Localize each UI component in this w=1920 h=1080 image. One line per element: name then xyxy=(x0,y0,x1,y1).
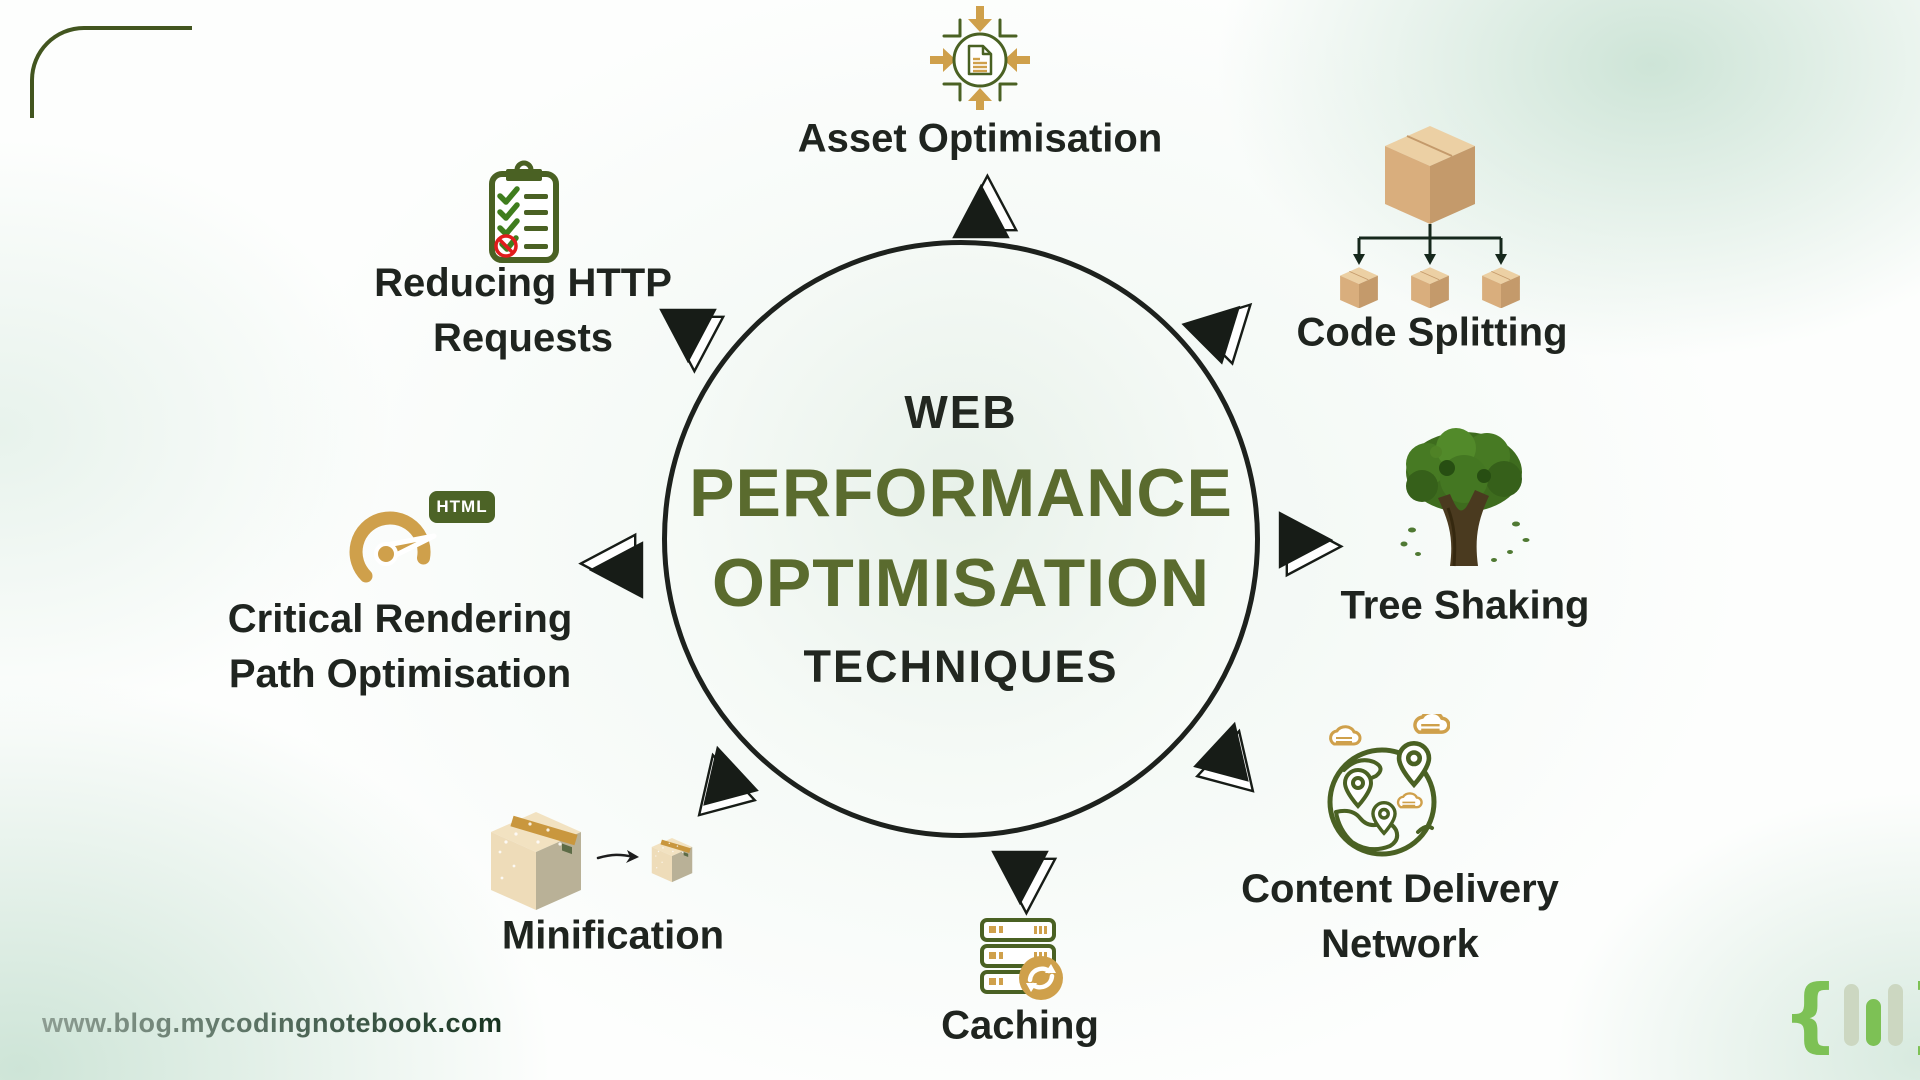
arrow-bottom-right-icon xyxy=(1179,699,1277,797)
speedometer-icon xyxy=(340,506,450,594)
label-asset-optimisation: Asset Optimisation xyxy=(797,116,1163,161)
center-title-line2: OPTIMISATION xyxy=(711,545,1211,621)
globe-pins-icon xyxy=(1322,710,1451,862)
arrow-bottom-icon xyxy=(980,838,1060,918)
arrow-top-right-icon xyxy=(1164,268,1277,381)
label-content-delivery-network: Content Delivery Network xyxy=(1241,866,1559,966)
arrow-right-icon xyxy=(1266,500,1346,580)
watermark-url: www.blog.mycodingnotebook.com xyxy=(42,1008,503,1038)
tree-icon xyxy=(1392,424,1537,574)
logo-bar-left xyxy=(1843,984,1859,1046)
logo-right-brace: } xyxy=(1908,975,1920,1055)
label-minification: Minification xyxy=(501,913,725,958)
box-shrink-icon xyxy=(486,808,711,910)
label-caching: Caching xyxy=(941,1003,1099,1048)
arrow-left-icon xyxy=(576,530,656,610)
brand-logo-icon: { } xyxy=(1782,968,1920,1061)
logo-bar-middle xyxy=(1865,999,1881,1046)
logo-bars xyxy=(1843,984,1903,1046)
logo-left-brace: { xyxy=(1782,968,1839,1061)
center-title-line1: PERFORMANCE xyxy=(689,455,1233,532)
server-refresh-icon xyxy=(978,916,1070,1002)
html-badge: HTML xyxy=(429,491,495,523)
arrow-top-icon xyxy=(941,171,1021,251)
label-critical-rendering-path: Critical Rendering Path Optimisation xyxy=(227,596,573,696)
checklist-icon xyxy=(486,160,562,264)
compress-document-icon xyxy=(930,6,1030,110)
logo-bar-right xyxy=(1887,984,1903,1046)
label-code-splitting: Code Splitting xyxy=(1296,310,1568,355)
center-subtitle: TECHNIQUES xyxy=(803,640,1119,692)
corner-decoration xyxy=(30,26,192,118)
box-splitting-icon xyxy=(1337,118,1523,309)
label-reducing-http-requests: Reducing HTTP Requests xyxy=(374,260,672,360)
html-badge-label: HTML xyxy=(436,497,488,516)
center-kicker: WEB xyxy=(904,386,1018,439)
label-tree-shaking: Tree Shaking xyxy=(1340,583,1590,628)
center-circle: WEB PERFORMANCE OPTIMISATION TECHNIQUES xyxy=(662,240,1260,838)
arrow-bottom-left-icon xyxy=(675,723,773,821)
arrow-top-left-icon xyxy=(648,296,728,376)
